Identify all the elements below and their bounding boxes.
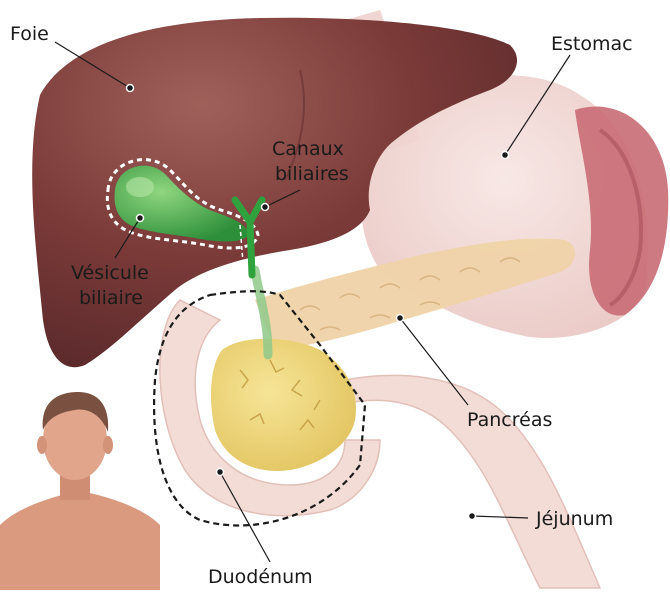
human-bust-icon [0,392,160,590]
label-jejunum: Jéjunum [535,508,613,530]
leader-estomac-dot [502,152,509,159]
label-pancreas: Pancréas [467,409,552,431]
label-vesicule-line2: biliaire [79,287,143,309]
label-canaux-line1: Canaux [272,138,344,160]
leader-canaux-dot [262,204,269,211]
leader-duodenum-dot [217,469,224,476]
leader-pancreas-dot [397,315,404,322]
gallbladder-highlight [126,177,154,197]
label-vesicule-line1: Vésicule [71,262,149,284]
label-canaux-line2: biliaires [275,163,349,185]
leader-jejunum-dot [469,513,476,520]
label-estomac: Estomac [551,33,633,55]
label-foie: Foie [10,23,49,45]
label-duodenum: Duodénum [208,566,313,588]
leader-vesicule-dot [137,215,144,222]
pancreas-head-shape [211,339,356,471]
leader-foie-dot [127,85,134,92]
jejunum-shape [340,375,600,588]
